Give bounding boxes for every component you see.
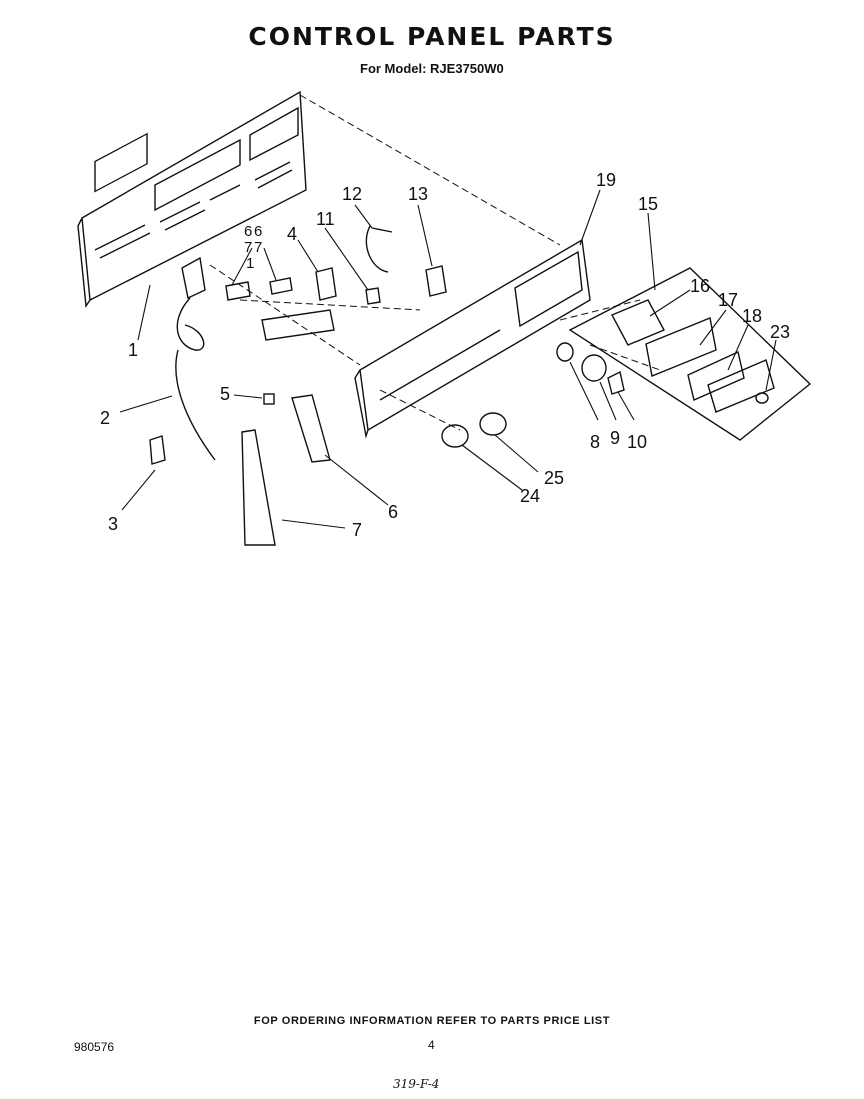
callout-9: 9 bbox=[610, 428, 620, 448]
channel-part-7 bbox=[241, 429, 276, 546]
ordering-note: FOP ORDERING INFORMATION REFER TO PARTS … bbox=[253, 1015, 611, 1027]
document-number: 980576 bbox=[74, 1040, 115, 1054]
callout-19: 19 bbox=[596, 170, 616, 190]
callout-7-inner-b: 7 bbox=[244, 239, 252, 256]
handwritten-reference: 319-F-4 bbox=[393, 1077, 440, 1091]
callout-3: 3 bbox=[108, 514, 118, 534]
callout-6-inner: 6 bbox=[254, 223, 262, 240]
rear-panel-part bbox=[77, 90, 307, 309]
page-number: 4 bbox=[428, 1038, 435, 1052]
model-subtitle: For Model: RJE3750W0 bbox=[360, 61, 504, 76]
callout-15: 15 bbox=[638, 194, 658, 214]
callout-7: 7 bbox=[352, 520, 362, 540]
callout-18: 18 bbox=[742, 306, 762, 326]
callout-1: 1 bbox=[128, 340, 138, 360]
callout-10: 10 bbox=[627, 432, 647, 452]
callout-16: 16 bbox=[690, 276, 710, 296]
callout-1-inner: 1 bbox=[246, 255, 254, 272]
clip-part-3 bbox=[149, 435, 166, 465]
control-console-part bbox=[354, 238, 591, 439]
callout-5: 5 bbox=[220, 384, 230, 404]
callout-13: 13 bbox=[408, 184, 428, 204]
alignment-lines bbox=[209, 94, 661, 431]
callout-11: 11 bbox=[316, 209, 335, 229]
callout-12: 12 bbox=[342, 184, 362, 204]
callout-4: 4 bbox=[287, 224, 297, 244]
callout-24: 24 bbox=[520, 486, 540, 506]
internal-switches bbox=[225, 225, 447, 341]
callout-23: 23 bbox=[770, 322, 790, 342]
callout-2: 2 bbox=[100, 408, 110, 428]
clip-part-5 bbox=[263, 393, 275, 405]
callout-8: 8 bbox=[590, 432, 600, 452]
callout-17: 17 bbox=[718, 290, 738, 310]
bracket-part-6 bbox=[291, 394, 331, 463]
callout-7-inner: 7 bbox=[254, 239, 262, 256]
callout-25: 25 bbox=[544, 468, 564, 488]
push-button-assembly bbox=[556, 342, 625, 395]
page-title: CONTROL PANEL PARTS bbox=[248, 22, 616, 51]
callout-6-inner-b: 6 bbox=[244, 223, 252, 240]
display-assembly-group bbox=[568, 267, 812, 441]
callout-6: 6 bbox=[388, 502, 398, 522]
power-cord-part bbox=[175, 256, 216, 461]
leader-lines bbox=[119, 189, 777, 529]
knobs-24-25 bbox=[441, 412, 507, 448]
